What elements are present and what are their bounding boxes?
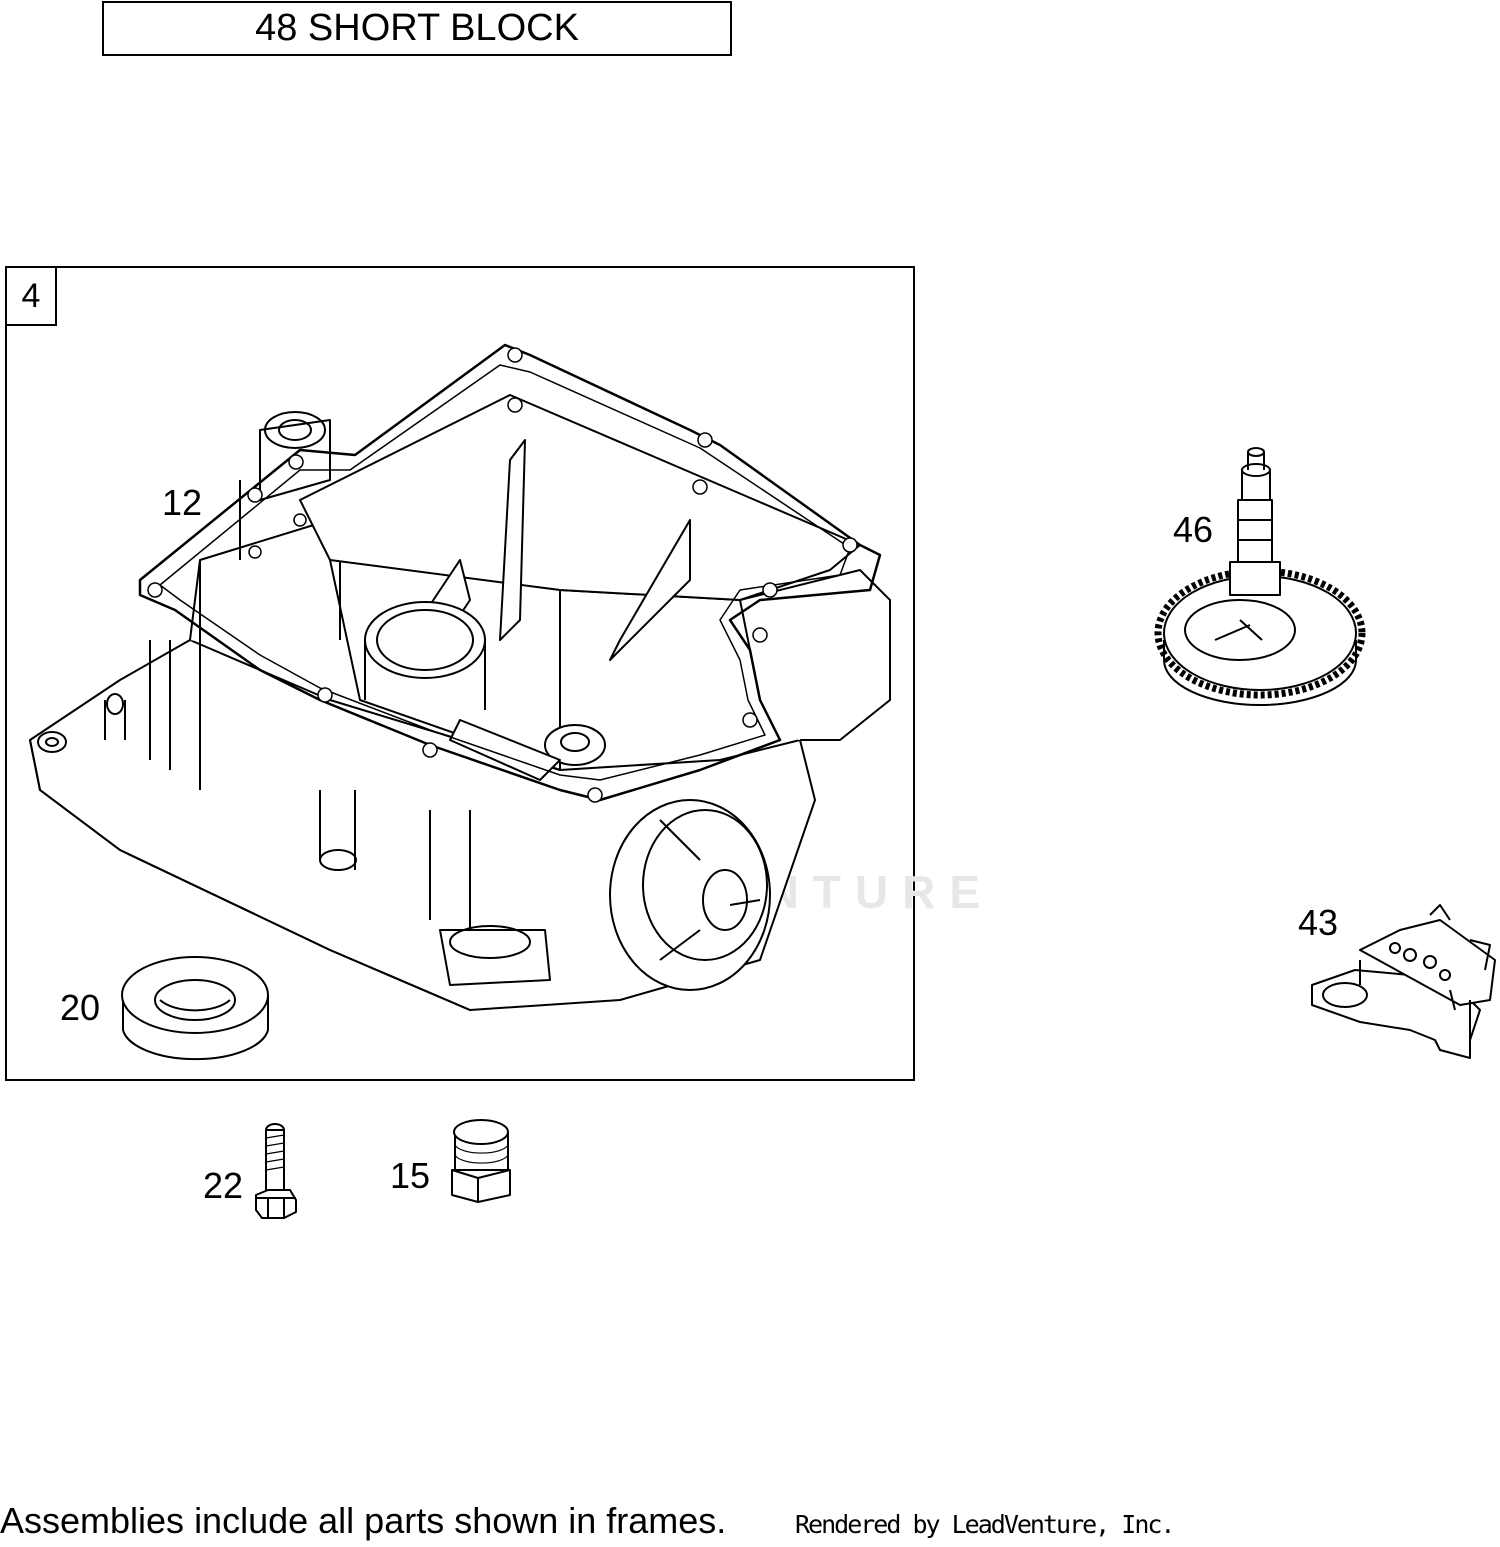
callout-43: 43 (1298, 902, 1339, 943)
governor-part (1311, 904, 1496, 1059)
oil-seal-part (121, 956, 269, 1061)
callout-20: 20 (60, 987, 101, 1028)
sump-cover-part (29, 343, 891, 1011)
diagram-title: 48 SHORT BLOCK (102, 1, 732, 56)
footer-credit: Rendered by LeadVenture, Inc. (795, 1510, 1175, 1539)
camshaft-part (1154, 447, 1366, 706)
callout-12: 12 (162, 482, 203, 523)
callout-15: 15 (390, 1155, 431, 1196)
footer-note: Assemblies include all parts shown in fr… (0, 1500, 727, 1541)
plug-part (451, 1119, 511, 1203)
callout-22: 22 (203, 1165, 244, 1206)
bolt-part (255, 1123, 297, 1219)
diagram-title-text: 48 SHORT BLOCK (255, 7, 579, 49)
assembly-frame-tag: 4 (7, 268, 57, 326)
assembly-frame: 4 (5, 266, 915, 1081)
callout-46: 46 (1173, 509, 1214, 550)
